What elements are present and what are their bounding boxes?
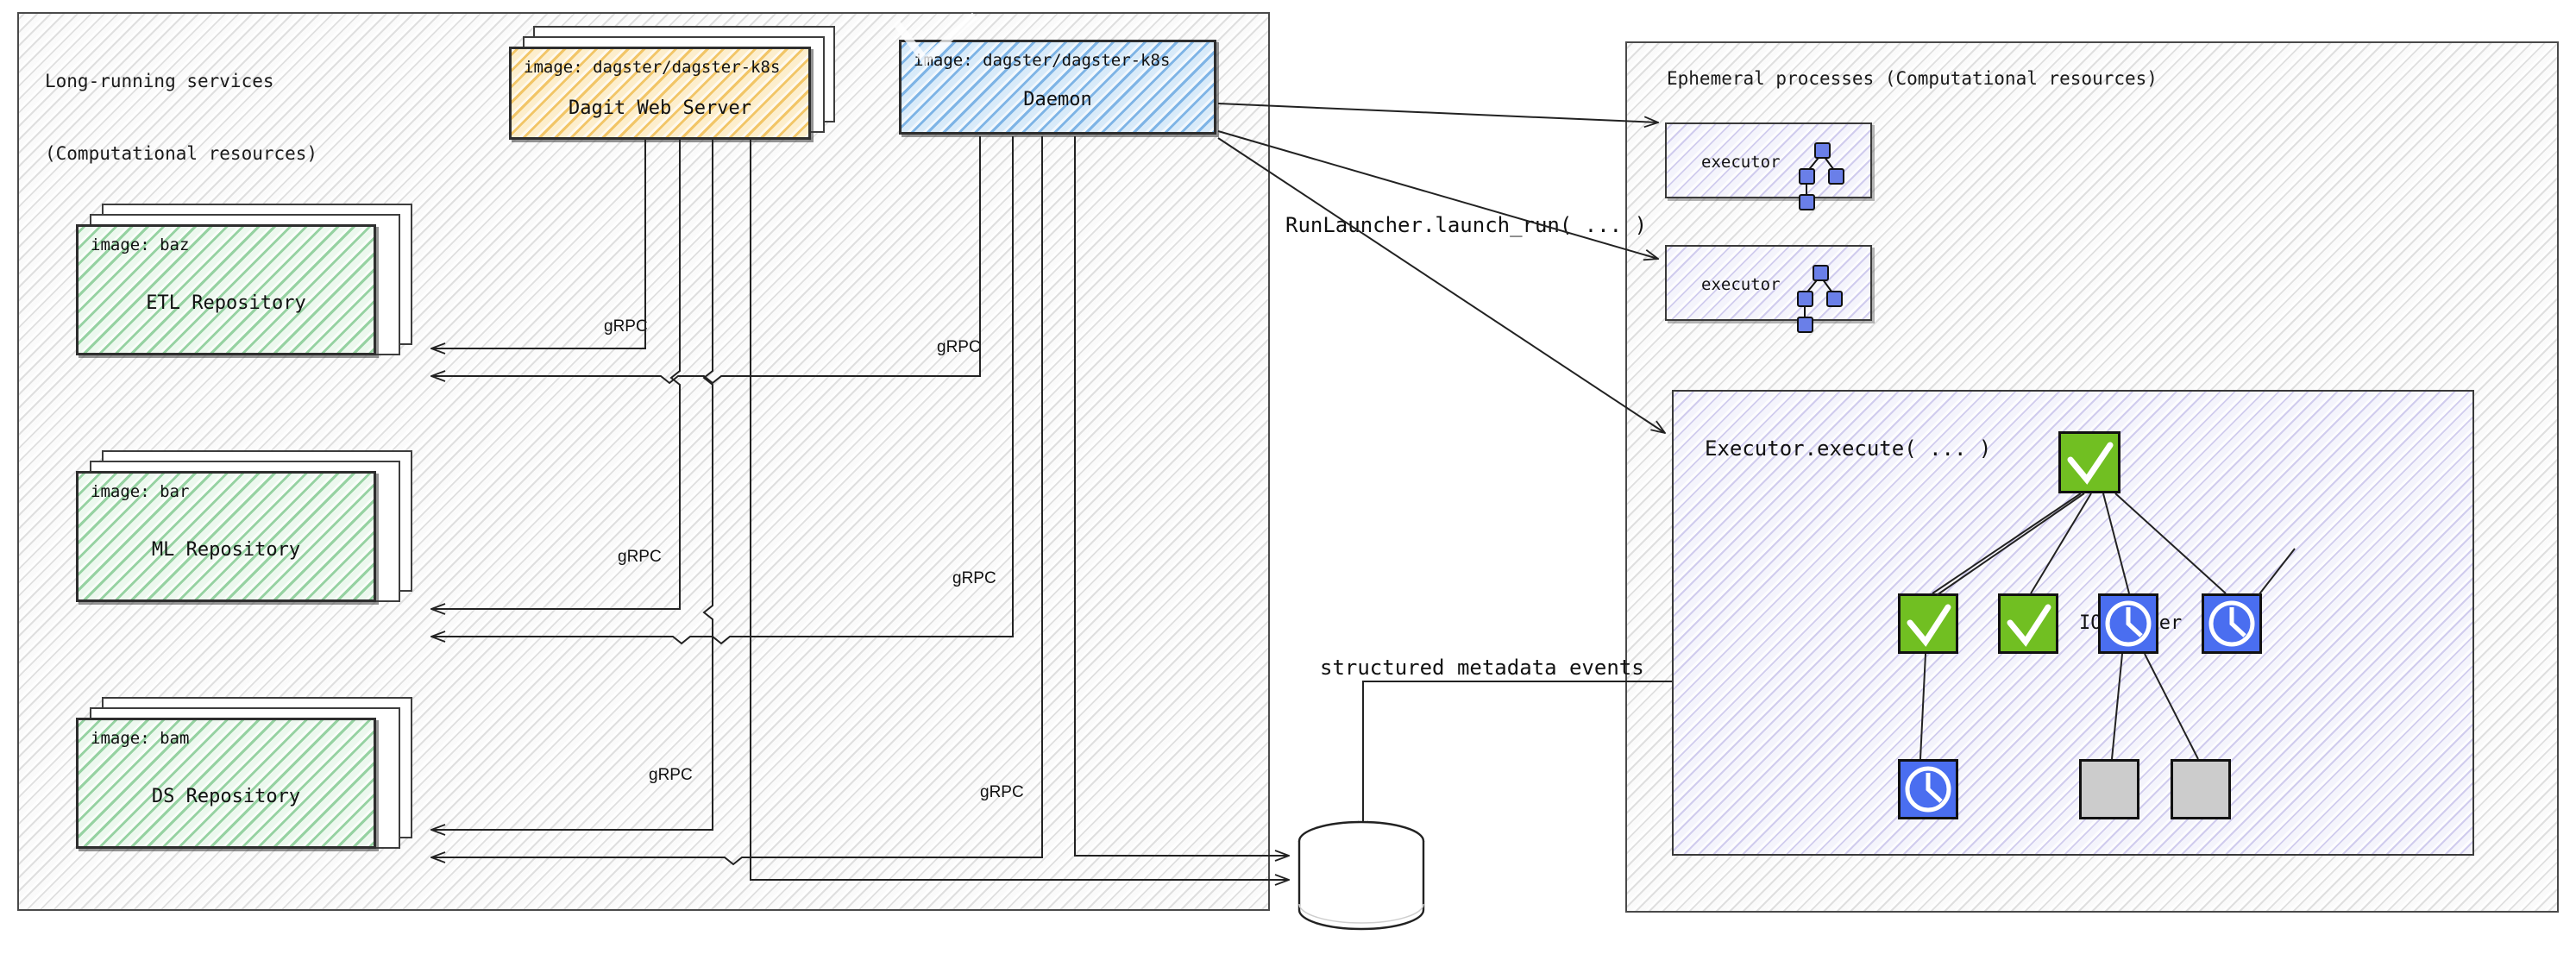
database-cylinder-seam — [1298, 903, 1424, 924]
daemon-image-label: image: dagster/dagster-k8s — [914, 51, 1171, 70]
dagit-web-server-stack[interactable]: image: dagster/dagster-k8s Dagit Web Ser… — [509, 26, 837, 140]
left-panel-title: Long-running services (Computational res… — [45, 22, 317, 214]
dag-node-n7[interactable] — [2171, 759, 2231, 819]
edge-daemon-execute-panel — [1217, 137, 1665, 433]
structured-metadata-label: structured metadata events — [1320, 656, 1644, 680]
right-panel-title: Ephemeral processes (Computational resou… — [1667, 68, 2158, 89]
dagit-title-label: Dagit Web Server — [569, 97, 751, 119]
executor-box-1[interactable]: executor — [1665, 122, 1872, 198]
dag-node-n4[interactable] — [2202, 593, 2262, 654]
executor-2-label: executor — [1701, 275, 1781, 294]
ml-title-label: ML Repository — [151, 539, 301, 561]
dag-node-n1[interactable] — [1898, 593, 1958, 654]
repository-stack-ml[interactable]: image: bar ML Repository — [76, 450, 438, 607]
ml-image-label: image: bar — [91, 482, 190, 501]
ds-image-label: image: bam — [91, 729, 190, 748]
etl-title-label: ETL Repository — [146, 292, 306, 314]
executor-1-label: executor — [1701, 153, 1781, 172]
dag-node-n3[interactable] — [2098, 593, 2158, 654]
etl-repository-card[interactable]: image: baz ETL Repository — [76, 224, 376, 355]
ml-repository-card[interactable]: image: bar ML Repository — [76, 471, 376, 602]
dag-node-n5[interactable] — [1898, 759, 1958, 819]
grpc-label-3: gRPC — [618, 548, 662, 566]
grpc-label-6: gRPC — [980, 783, 1024, 801]
daemon-title-label: Daemon — [1023, 89, 1092, 110]
dagit-web-server-card[interactable]: image: dagster/dagster-k8s Dagit Web Ser… — [509, 47, 811, 140]
daemon-stack[interactable]: image: dagster/dagster-k8s Daemon — [899, 40, 1227, 143]
ds-title-label: DS Repository — [151, 786, 301, 807]
executor-box-2[interactable]: executor — [1665, 245, 1872, 321]
executor-execute-title: Executor.execute( ... ) — [1705, 436, 1992, 461]
dag-node-n6[interactable] — [2079, 759, 2139, 819]
database-cylinder-top — [1297, 820, 1425, 862]
left-panel-title-line2: (Computational resources) — [45, 142, 318, 164]
dag-node-root[interactable] — [2058, 431, 2120, 493]
grpc-label-4: gRPC — [952, 569, 996, 587]
run-launcher-label: RunLauncher.launch_run( ... ) — [1285, 213, 1648, 237]
database-label: Database — [1326, 871, 1400, 890]
grpc-label-2: gRPC — [937, 338, 981, 356]
ds-repository-card[interactable]: image: bam DS Repository — [76, 718, 376, 849]
dag-node-n2[interactable] — [1998, 593, 2058, 654]
dagit-image-label: image: dagster/dagster-k8s — [524, 58, 781, 77]
grpc-label-5: gRPC — [649, 766, 693, 784]
repository-stack-etl[interactable]: image: baz ETL Repository — [76, 204, 438, 361]
edge-daemon-executor-1 — [1217, 103, 1658, 122]
left-panel-title-line1: Long-running services — [45, 71, 274, 92]
grpc-label-1: gRPC — [604, 317, 648, 336]
repository-stack-ds[interactable]: image: bam DS Repository — [76, 697, 438, 854]
daemon-card[interactable]: image: dagster/dagster-k8s Daemon — [899, 40, 1216, 135]
edge-daemon-executor-2 — [1217, 130, 1658, 259]
etl-image-label: image: baz — [91, 235, 190, 254]
